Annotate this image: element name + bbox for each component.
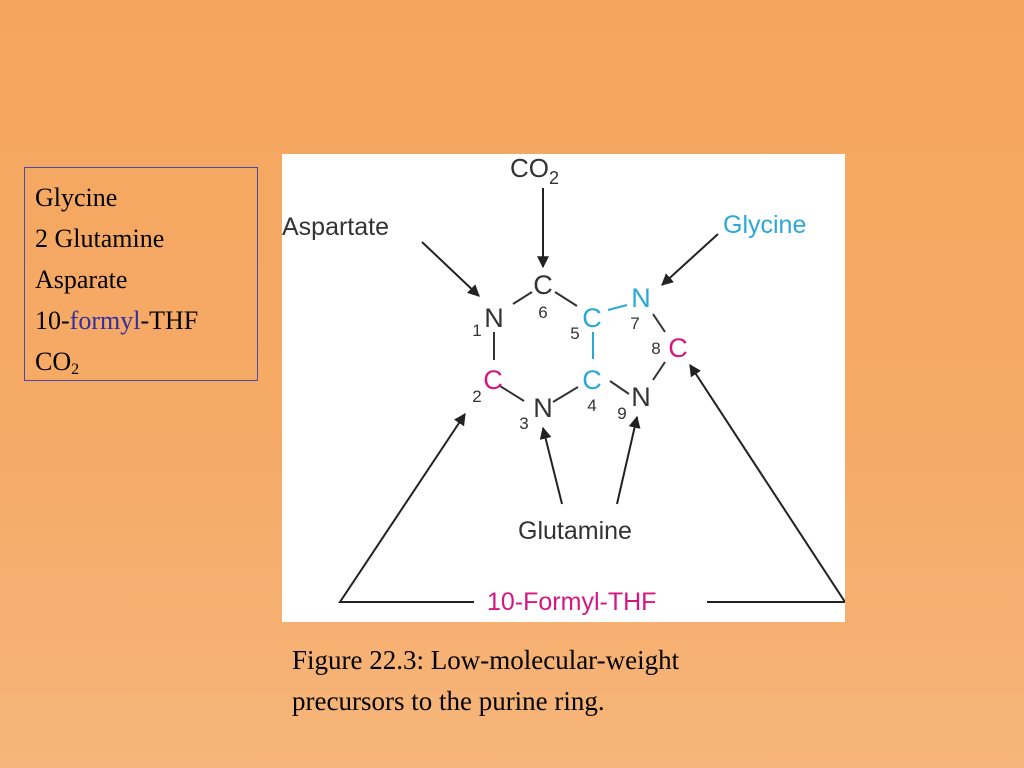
bond-n7-c8 xyxy=(652,313,666,333)
precursor-glycine: Glycine xyxy=(35,183,118,212)
glutamine-label: Glutamine xyxy=(518,517,632,545)
atom-c6: C xyxy=(533,270,553,300)
glutamine-arrow-n9 xyxy=(616,415,641,505)
purine-svg: CO2 Aspartate Glycine Glutamine 10-Formy… xyxy=(282,154,845,616)
glycine-arrow xyxy=(661,233,719,286)
bond-c5-n7 xyxy=(607,304,628,311)
bond-c4-n9 xyxy=(609,380,630,395)
formyl-arrow-c8 xyxy=(689,363,845,603)
position-7: 7 xyxy=(630,314,639,333)
aspartate-label: Aspartate xyxy=(282,213,389,241)
atom-n3: N xyxy=(533,393,553,423)
formyl-prefix: 10- xyxy=(35,306,70,335)
position-8: 8 xyxy=(651,339,660,358)
position-6: 6 xyxy=(538,303,547,322)
glycine-label: Glycine xyxy=(723,211,806,239)
precursor-co2: CO2 xyxy=(35,341,257,382)
atom-c2: C xyxy=(483,365,503,395)
position-9: 9 xyxy=(617,404,626,423)
formyl-arrow-c2 xyxy=(338,413,474,603)
bond-n1-c6 xyxy=(512,291,533,305)
atom-c8: C xyxy=(668,333,688,363)
atom-c5: C xyxy=(582,303,602,333)
bond-c2-n3 xyxy=(499,385,525,402)
formyl-word: formyl xyxy=(69,306,141,335)
position-4: 4 xyxy=(587,396,596,415)
position-5: 5 xyxy=(570,324,579,343)
glutamine-arrow-n3 xyxy=(539,426,563,505)
bond-n3-c4 xyxy=(552,386,579,403)
position-1: 1 xyxy=(472,321,481,340)
figure-caption: Figure 22.3: Low-molecular-weight precur… xyxy=(292,640,852,722)
formyl-thf-label: 10-Formyl-THF xyxy=(487,588,656,616)
precursor-formyl-thf: 10-formyl-THF xyxy=(35,300,257,341)
precursor-asparate: Asparate xyxy=(35,265,128,294)
aspartate-arrow xyxy=(421,241,480,297)
co2-text: CO xyxy=(35,347,72,376)
atom-c4: C xyxy=(582,365,602,395)
atom-n9: N xyxy=(631,382,651,412)
bond-c8-n9 xyxy=(652,361,666,381)
position-3: 3 xyxy=(519,414,528,433)
position-2: 2 xyxy=(472,387,481,406)
caption-line-1: Figure 22.3: Low-molecular-weight xyxy=(292,645,680,675)
precursor-list: Glycine 2 Glutamine Asparate 10-formyl-T… xyxy=(24,167,258,381)
formyl-suffix: -THF xyxy=(140,306,199,335)
atom-n7: N xyxy=(631,283,651,313)
bond-c6-c5 xyxy=(554,291,578,307)
atom-n1: N xyxy=(484,303,504,333)
caption-line-2: precursors to the purine ring. xyxy=(292,686,605,716)
purine-diagram: CO2 Aspartate Glycine Glutamine 10-Formy… xyxy=(282,154,845,622)
precursor-glutamine: 2 Glutamine xyxy=(35,224,165,253)
co2-subscript: 2 xyxy=(71,361,80,378)
co2-label: CO2 xyxy=(510,154,559,188)
